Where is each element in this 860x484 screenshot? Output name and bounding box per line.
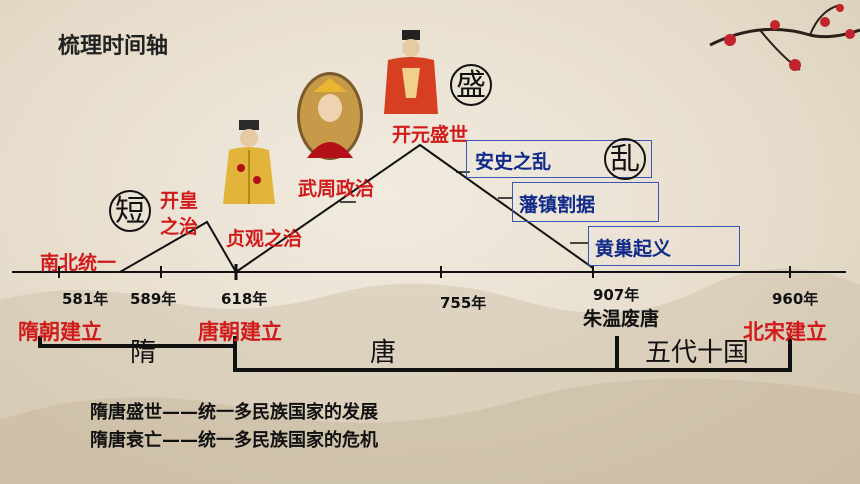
event-huangchao: 黄巢起义 xyxy=(595,238,672,260)
summary-line-1: 隋唐盛世——统一多民族国家的发展 xyxy=(90,402,378,423)
event-fanzhen: 藩镇割据 xyxy=(519,194,596,216)
period-wudai: 五代十国 xyxy=(645,338,750,368)
year-907: 907年 xyxy=(593,286,640,304)
year-960: 960年 xyxy=(772,290,819,308)
label-song-founded: 北宋建立 xyxy=(743,320,827,344)
emperor-xuanzong-portrait xyxy=(384,30,438,114)
event-box-fanzhen: 藩镇割据 xyxy=(512,182,659,222)
label-zhenguan: 贞观之治 xyxy=(226,228,303,250)
circled-luan: 乱 xyxy=(604,138,646,180)
period-tang: 唐 xyxy=(370,338,397,368)
event-anshi: 安史之乱 xyxy=(475,151,552,173)
label-kaihuang-1: 开皇 xyxy=(160,190,199,212)
empress-wu-portrait xyxy=(297,72,363,160)
year-581: 581年 xyxy=(62,290,109,308)
year-618: 618年 xyxy=(221,290,268,308)
emperor-taizong-portrait xyxy=(223,120,275,204)
plum-blossom-decoration xyxy=(709,4,860,71)
label-tang-founded: 唐朝建立 xyxy=(198,320,282,344)
label-kaiyuan: 开元盛世 xyxy=(392,124,469,146)
slide-title: 梳理时间轴 xyxy=(58,34,169,59)
sui-curve xyxy=(119,220,237,273)
label-kaihuang-2: 之治 xyxy=(160,216,199,238)
tang-bracket xyxy=(233,336,619,372)
event-box-huangchao: 黄巢起义 xyxy=(588,226,740,266)
period-sui: 隋 xyxy=(130,338,157,368)
year-755: 755年 xyxy=(440,294,487,312)
label-zhuwen: 朱温废唐 xyxy=(583,308,660,330)
label-nanbei: 南北统一 xyxy=(40,252,117,274)
wudai-bracket xyxy=(615,336,792,372)
year-589: 589年 xyxy=(130,290,177,308)
circled-duan: 短 xyxy=(109,190,151,232)
label-wuzhou: 武周政治 xyxy=(298,178,375,200)
circled-sheng: 盛 xyxy=(450,64,492,106)
label-sui-founded: 隋朝建立 xyxy=(18,320,102,344)
tang-curve xyxy=(235,143,594,273)
summary-line-2: 隋唐衰亡——统一多民族国家的危机 xyxy=(90,430,378,451)
